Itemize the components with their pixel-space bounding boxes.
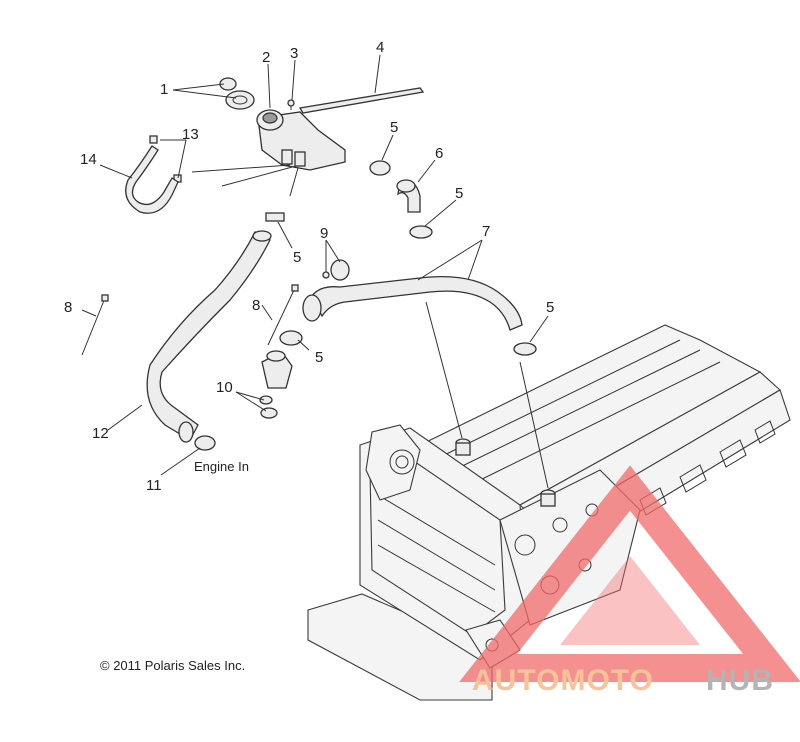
- callout-5d: 5: [315, 349, 323, 366]
- part-2-coolant-tank: [256, 109, 346, 171]
- callout-2: 2: [262, 49, 270, 66]
- thermostat-housing: [261, 350, 293, 389]
- callout-13: 13: [182, 126, 199, 143]
- part-4-rod: [298, 87, 425, 114]
- part-11-clamp: [194, 435, 216, 451]
- part-7-hose: [302, 275, 523, 331]
- engine-in-label: Engine In: [194, 459, 249, 474]
- leader-lines: [81, 54, 549, 489]
- callout-10: 10: [216, 379, 233, 396]
- watermark-text-secondary: HUB: [706, 664, 774, 697]
- part-5-clamp: [265, 160, 537, 356]
- callout-11: 11: [146, 477, 162, 494]
- part-9-clamp: [322, 259, 350, 281]
- callout-14: 14: [80, 151, 97, 168]
- part-14-vent-hose: [125, 145, 179, 214]
- watermark-logo-icon: [459, 465, 800, 682]
- callouts: 1 2 3 4 5 5 5 5 5 6 7 8 8 9 10 11 12 13 …: [64, 39, 554, 494]
- part-3-fastener: [287, 99, 295, 110]
- callout-5c: 5: [293, 249, 301, 266]
- callout-8a: 8: [64, 299, 72, 316]
- callout-3: 3: [290, 45, 298, 62]
- part-12-hose: [146, 230, 272, 443]
- part-13-clip: [149, 135, 182, 183]
- callout-1: 1: [160, 81, 168, 98]
- callout-5e: 5: [546, 299, 554, 316]
- callout-8b: 8: [252, 297, 260, 314]
- part-1-gasket: [219, 77, 255, 110]
- callout-6: 6: [435, 145, 443, 162]
- callout-12: 12: [92, 425, 109, 442]
- callout-5b: 5: [455, 185, 463, 202]
- callout-4: 4: [376, 39, 384, 56]
- callout-7: 7: [482, 223, 490, 240]
- part-8-zip-tie: [81, 284, 299, 356]
- callout-5a: 5: [390, 119, 398, 136]
- copyright-notice: © 2011 Polaris Sales Inc.: [100, 658, 245, 673]
- part-6-elbow-hose: [396, 179, 421, 213]
- watermark: AUTOMOTO HUB: [459, 465, 800, 697]
- callout-9: 9: [320, 225, 328, 242]
- watermark-text-primary: AUTOMOTO: [472, 664, 654, 697]
- chassis-tunnel: [307, 324, 791, 701]
